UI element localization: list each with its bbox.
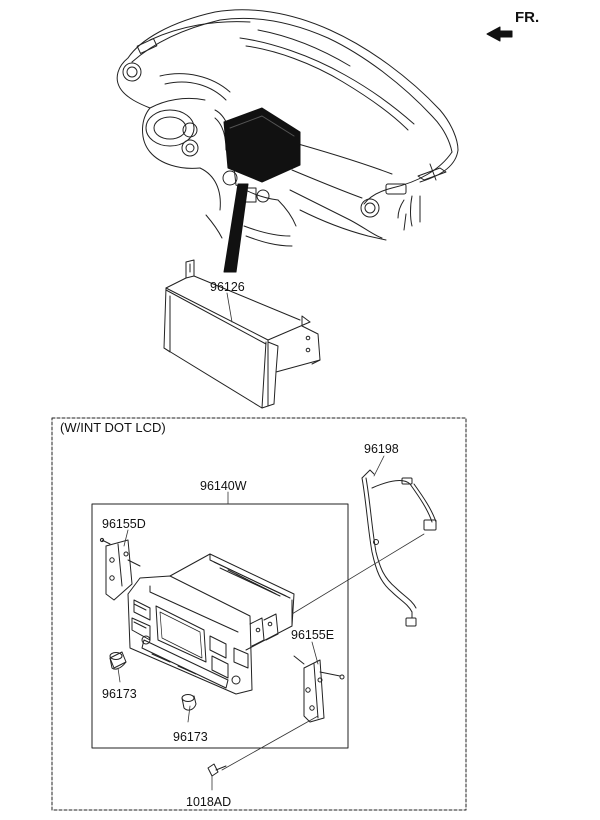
part-label-96140w: 96140W [200, 479, 247, 493]
dashboard-illustration [116, 9, 459, 273]
variant-note: (W/INT DOT LCD) [60, 420, 166, 435]
screw-1018ad-illustration [207, 763, 227, 777]
part-label-96155d: 96155D [102, 517, 146, 531]
knob-96173-left-illustration [109, 651, 127, 670]
head-unit-illustration [127, 553, 295, 695]
part-label-1018ad: 1018AD [186, 795, 232, 809]
part-label-96173-right: 96173 [173, 730, 208, 744]
variant-box [51, 417, 467, 811]
leader-lines [117, 292, 425, 791]
bracket-96155e-illustration [293, 655, 345, 723]
head-unit-box [91, 503, 349, 749]
bracket-96155d-illustration [99, 537, 141, 601]
front-direction-label: FR. [515, 9, 540, 26]
part-label-96155e: 96155E [291, 628, 335, 642]
part-label-96126: 96126 [210, 280, 245, 294]
part-label-96173-left: 96173 [102, 687, 137, 701]
unit-96126-illustration [163, 259, 321, 409]
part-label-96198: 96198 [364, 442, 399, 456]
front-arrow-icon [486, 26, 513, 42]
knob-96173-right-illustration [181, 694, 197, 711]
cable-96198-illustration [361, 469, 437, 627]
